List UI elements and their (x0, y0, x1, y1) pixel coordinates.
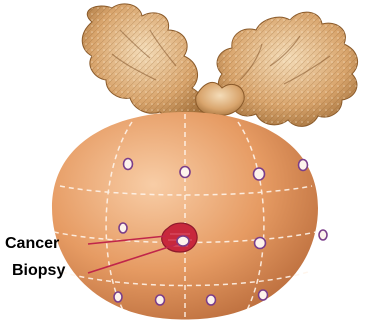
sample-core (180, 167, 190, 178)
sample-core (119, 223, 127, 233)
cancer-label: Cancer (5, 236, 59, 252)
sample-core (319, 230, 327, 240)
prostate-gland (52, 112, 327, 320)
sample-core (207, 295, 216, 305)
sample-core (254, 168, 265, 180)
positive-biopsy-core (177, 236, 189, 246)
sample-core (124, 159, 133, 170)
sample-core (156, 295, 165, 305)
vesicle-ducts (196, 82, 244, 115)
seminal-vesicles (82, 4, 357, 127)
sample-core (114, 292, 122, 302)
sample-core (259, 290, 268, 300)
sample-core (299, 160, 308, 171)
biopsy-label: Biopsy (12, 263, 65, 279)
sample-core (255, 238, 266, 249)
